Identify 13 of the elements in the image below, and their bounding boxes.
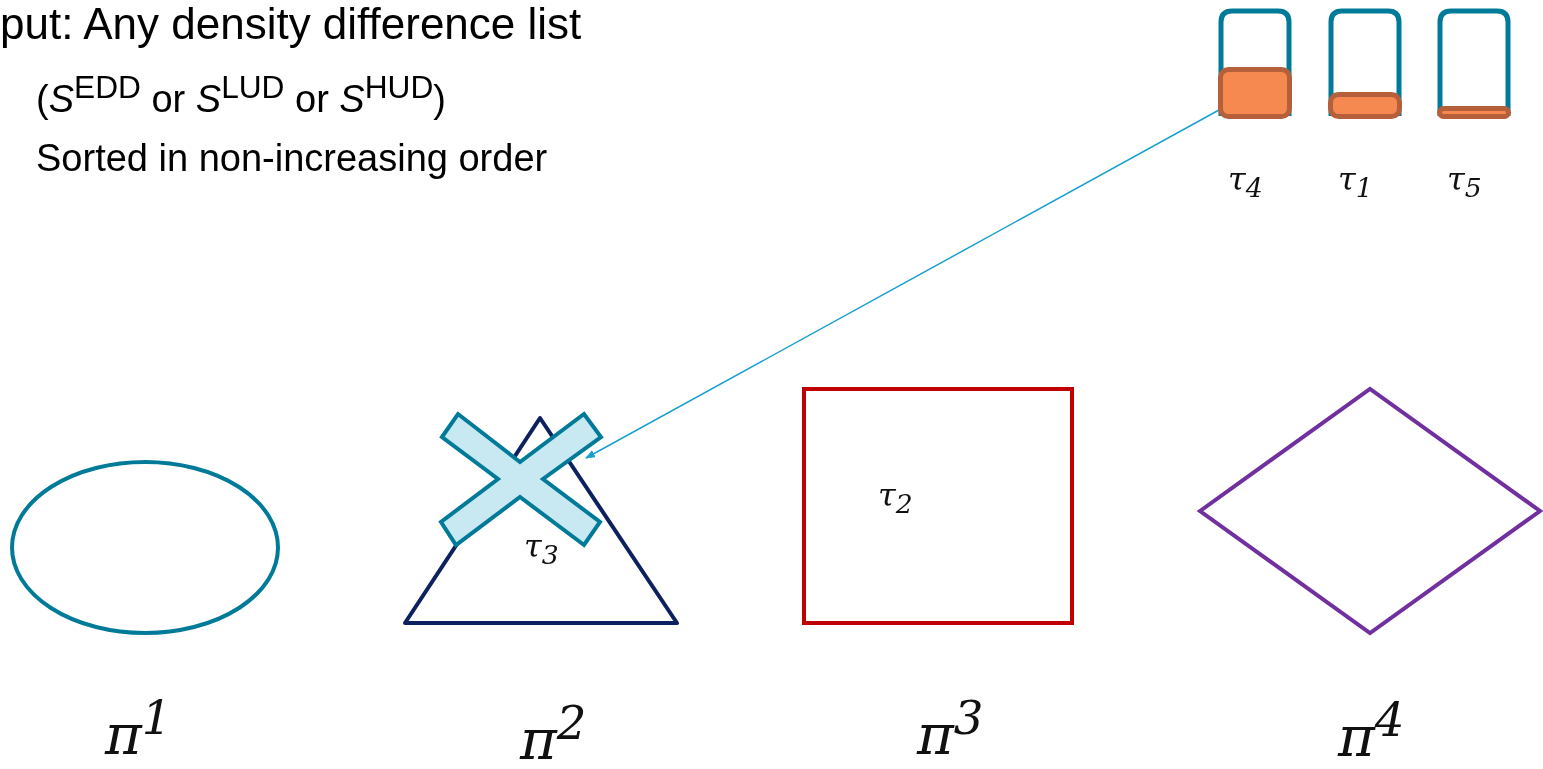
- processor-label: π$^{1}$: [105, 695, 172, 763]
- task-label: τ$_{1}$: [1338, 163, 1373, 203]
- task-label: τ$_{4}$: [1228, 163, 1263, 203]
- task-label: τ$_{2}$: [878, 479, 913, 519]
- processor-label: π$^{3}$: [917, 695, 984, 763]
- bullet-text: (S$^{EDD}$ or S$^{LUD}$ or S$^{HUD}$): [36, 70, 446, 121]
- bullet-text: Sorted in non-increasing order: [36, 138, 548, 180]
- processor-label: π$^{4}$: [1338, 697, 1405, 765]
- arrow: [585, 109, 1220, 459]
- task-label: τ$_{5}$: [1447, 163, 1482, 203]
- processor-label: π$^{2}$: [520, 700, 587, 768]
- task-label: τ$_{3}$: [524, 530, 559, 570]
- heading-text: put: Any density difference list: [0, 0, 582, 49]
